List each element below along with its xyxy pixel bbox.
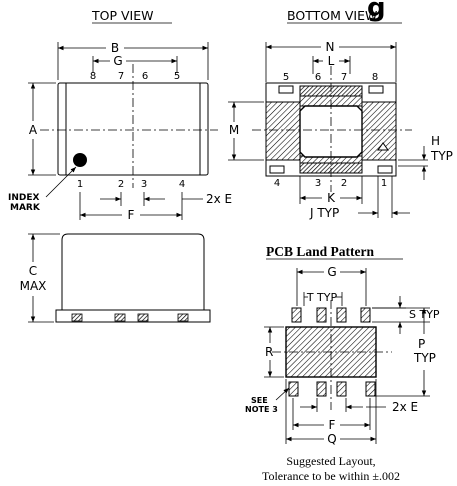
pcb-dim-e-label: 2x E	[392, 400, 418, 414]
top-view-heading: TOP VIEW	[91, 8, 153, 23]
bot-pin-4: 4	[274, 178, 280, 189]
top-pin-4: 4	[179, 179, 185, 190]
side-lead-1	[71, 313, 83, 322]
pcb-dim-p-typ: TYP	[413, 351, 436, 365]
bottom-orientation-notch	[377, 142, 389, 151]
side-lead-4	[177, 313, 189, 322]
pcb-pad-8	[291, 307, 302, 323]
pcb-pad-5	[360, 307, 371, 323]
top-dim-e-label: 2x E	[206, 192, 232, 206]
bot-pin-7: 7	[341, 72, 347, 83]
pcb-pad-6	[336, 307, 347, 323]
bot-pin-2: 2	[341, 178, 347, 189]
bot-dim-j-label: J TYP	[309, 206, 339, 220]
pcb-dim-r-label: R	[265, 345, 273, 359]
bot-dim-h-typ: TYP	[430, 149, 453, 163]
bottom-pad-4	[269, 165, 285, 174]
bot-dim-n-label: N	[326, 40, 335, 54]
top-pin-7: 7	[118, 71, 124, 82]
index-mark-label-2: MARK	[10, 203, 41, 213]
side-view-base	[55, 309, 211, 323]
side-dim-c-max: MAX	[20, 279, 47, 293]
side-view-body	[61, 233, 205, 311]
side-lead-3	[137, 313, 149, 322]
pcb-dim-p-label: P	[418, 337, 425, 351]
bot-dim-k-label: K	[327, 191, 336, 205]
pcb-dim-f-label: F	[329, 418, 336, 432]
bot-pin-5: 5	[283, 72, 289, 83]
bot-dim-l-label: L	[328, 54, 335, 68]
pcb-caption-line-2: Tolerance to be within ±.002	[262, 469, 400, 483]
bottom-pad-1	[377, 165, 393, 174]
bot-dim-h-label: H	[431, 134, 440, 148]
index-mark-leader	[45, 166, 77, 198]
pcb-see-note-2: NOTE 3	[245, 405, 278, 414]
side-dim-c-label: C	[29, 264, 37, 278]
title-fragment: g	[367, 0, 386, 23]
bot-pin-8: 8	[372, 72, 378, 83]
pcb-pad-7	[316, 307, 327, 323]
bottom-right-pad	[361, 101, 397, 161]
pcb-pad-4	[365, 381, 376, 397]
bottom-view: BOTTOM VIEW N L 5 6 7 8	[228, 8, 453, 220]
bottom-left-pad	[265, 101, 301, 161]
pcb-pad-2	[316, 381, 327, 397]
bot-dim-m-label: M	[229, 123, 239, 137]
side-view: C MAX	[20, 233, 211, 323]
index-mark-dot	[73, 153, 87, 167]
bot-pin-6: 6	[315, 72, 321, 83]
bottom-pad-8	[368, 85, 384, 94]
pcb-dim-t-label: T TYP	[306, 291, 338, 304]
pcb-see-note-leader	[275, 387, 290, 401]
top-dim-g-label: G	[113, 54, 122, 68]
bot-pin-1: 1	[381, 178, 387, 189]
top-view: TOP VIEW B G 8 7 6 5 A 1	[8, 8, 232, 222]
index-mark-label-1: INDEX	[8, 193, 39, 203]
pcb-pad-1	[288, 381, 299, 397]
top-pin-5: 5	[174, 71, 180, 82]
top-dim-b-label: B	[111, 41, 119, 55]
bottom-center-window	[299, 105, 363, 158]
pcb-dim-g-label: G	[327, 265, 336, 279]
bottom-pad-5	[278, 85, 294, 94]
pcb-pad-3	[336, 381, 347, 397]
top-pin-8: 8	[90, 71, 96, 82]
side-lead-2	[114, 313, 126, 322]
top-pin-1: 1	[77, 179, 83, 190]
pcb-heading: PCB Land Pattern	[266, 244, 374, 259]
bot-pin-3: 3	[315, 178, 321, 189]
pcb-caption-line-1: Suggested Layout,	[286, 454, 375, 468]
pcb-see-note-1: SEE	[251, 396, 268, 405]
top-dim-a-label: A	[29, 123, 38, 137]
pcb-land-pattern: PCB Land Pattern G T TYP S TYP	[245, 244, 440, 483]
pcb-dim-s-label: S TYP	[409, 308, 440, 321]
top-dim-f-label: F	[128, 208, 135, 222]
pcb-dim-q-label: Q	[327, 432, 336, 446]
top-pin-3: 3	[141, 179, 147, 190]
bottom-view-heading: BOTTOM VIEW	[287, 8, 377, 23]
top-pin-2: 2	[118, 179, 124, 190]
top-pin-6: 6	[142, 71, 148, 82]
